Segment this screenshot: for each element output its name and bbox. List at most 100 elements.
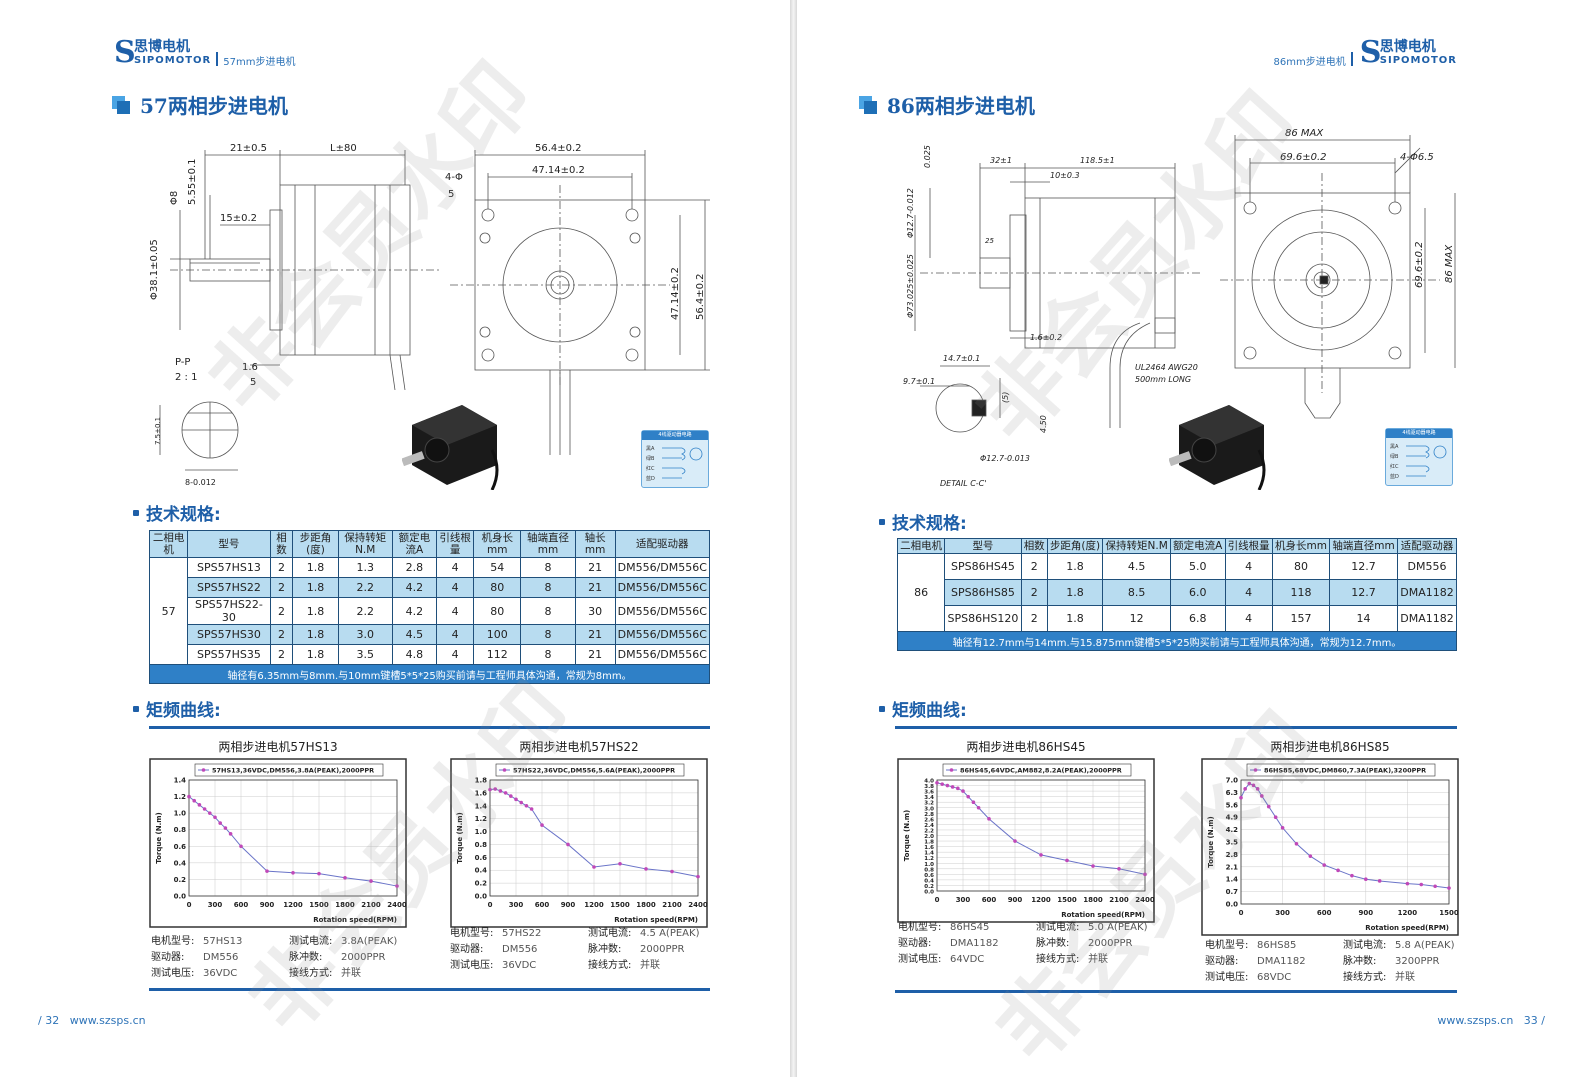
- dim-32: 32±1: [990, 156, 1012, 165]
- meta-value: 57HS13: [203, 936, 243, 947]
- meta-value: 64VDC: [950, 954, 985, 965]
- meta-key: 脉冲数:: [289, 952, 323, 963]
- meta-value: 3.8A(PEAK): [341, 936, 398, 947]
- y-tick-label: 1.0: [174, 810, 187, 818]
- motor-57-drawing: 21±0.5 L±80 56.4±0.2 47.14±0.2 15±0.2 4-…: [150, 143, 710, 487]
- data-point: [1239, 795, 1243, 800]
- table-cell: 2: [269, 557, 294, 578]
- data-point: [187, 794, 191, 799]
- chart-title: 两相步进电机57HS13: [218, 740, 338, 754]
- x-tick-label: 1200: [584, 901, 604, 909]
- x-axis-label: Rotation speed(RPM): [1061, 911, 1145, 919]
- dim-phi12.7: Φ12.7-0.012: [906, 188, 915, 238]
- dim-0.025: 0.025: [923, 145, 932, 168]
- left-spec-heading: 技术规格:: [133, 500, 221, 525]
- data-point: [1322, 863, 1326, 867]
- spec-title: 技术规格:: [146, 505, 221, 525]
- table-cell: 157: [1271, 605, 1331, 632]
- series-line: [936, 782, 1146, 875]
- y-axis-label: Torque (N.m): [155, 812, 163, 864]
- x-tick-label: 1200: [1398, 909, 1418, 917]
- y-tick-label: 0.4: [174, 859, 187, 867]
- table-header: 额定电流A: [1170, 538, 1226, 554]
- connector-title: 4线驱动器电路: [642, 431, 708, 440]
- data-point: [987, 817, 991, 821]
- table-cell: 2.2: [337, 597, 393, 625]
- data-point: [1350, 873, 1354, 878]
- table-header: 适配驱动器: [1397, 538, 1457, 554]
- y-axis-label: Torque (N.m): [456, 812, 464, 864]
- dim-56-v: 56.4±0.2: [695, 273, 706, 320]
- chart-title: 两相步进电机57HS22: [519, 740, 639, 754]
- table-cell: 80: [473, 577, 522, 598]
- y-tick-label: 2.8: [924, 812, 934, 818]
- dim-4.5: 4.50: [1039, 415, 1048, 433]
- connector-b: 绿B: [646, 455, 655, 462]
- table-header: 型号: [187, 530, 271, 558]
- chart-title: 两相步进电机86HS85: [1270, 740, 1390, 754]
- y-tick-label: 2.8: [1226, 851, 1239, 859]
- table-cell: 6.0: [1170, 579, 1226, 606]
- legend-marker: [949, 768, 954, 772]
- y-tick-label: 3.0: [924, 806, 934, 812]
- book-spine: [790, 0, 797, 1077]
- y-tick-label: 3.4: [924, 795, 934, 801]
- table-cell: 4.2: [391, 577, 438, 598]
- table-cell: SPS86HS45: [944, 553, 1022, 580]
- meta-key: 脉冲数:: [1036, 938, 1070, 949]
- table-cell: 2: [269, 597, 294, 625]
- data-point: [208, 811, 212, 815]
- data-point: [369, 879, 373, 883]
- table-cell: 2: [1020, 579, 1048, 606]
- y-tick-label: 0.4: [924, 878, 934, 884]
- left-curve-heading: 矩频曲线:: [133, 696, 221, 721]
- group-cell: 57: [148, 557, 189, 665]
- data-point: [1039, 853, 1043, 857]
- chart-title: 两相步进电机86HS45: [966, 740, 1086, 754]
- meta-value: 并联: [341, 968, 361, 979]
- table-cell: 8: [520, 644, 576, 665]
- table-header: 适配驱动器: [614, 530, 711, 558]
- website-link[interactable]: www.szsps.cn: [1437, 1014, 1514, 1027]
- series-line: [188, 796, 398, 887]
- x-tick-label: 0: [187, 901, 192, 909]
- dim-5: 5: [448, 189, 454, 200]
- table-cell: 80: [1271, 553, 1331, 580]
- meta-key: 电机型号:: [1205, 940, 1249, 951]
- sipomotor-logo-icon: S: [1359, 35, 1382, 70]
- meta-key: 电机型号:: [450, 928, 494, 939]
- table-cell: 8: [520, 624, 576, 645]
- dim-14.7: 14.7±0.1: [943, 354, 980, 363]
- data-point: [971, 800, 976, 804]
- legend-marker: [1253, 768, 1258, 772]
- meta-value: 并联: [1395, 972, 1415, 983]
- meta-key: 测试电流:: [588, 928, 632, 939]
- meta-value: 68VDC: [1257, 972, 1292, 983]
- data-point: [935, 780, 939, 785]
- meta-value: DMA1182: [1257, 956, 1306, 967]
- website-link[interactable]: www.szsps.cn: [69, 1014, 146, 1027]
- dim-500mm: 500mm LONG: [1135, 375, 1191, 384]
- series-line: [489, 788, 699, 878]
- data-point: [493, 787, 497, 791]
- dim-1.6: 1.6: [242, 362, 258, 373]
- divider: [895, 726, 1457, 729]
- meta-key: 接线方式:: [588, 960, 632, 971]
- chart-frame: [450, 758, 708, 928]
- x-tick-label: 0: [488, 901, 493, 909]
- y-tick-label: 1.4: [174, 777, 187, 785]
- legend-label: 86HS85,68VDC,DM860,7.3A(PEAK),3200PPR: [1264, 767, 1426, 775]
- y-tick-label: 2.4: [924, 823, 934, 829]
- logo-cn: 思博电机: [1379, 39, 1436, 55]
- x-axis-label: Rotation speed(RPM): [614, 916, 698, 924]
- data-point: [1091, 864, 1095, 868]
- table-cell: SPS57HS13: [187, 557, 271, 578]
- dim-L: L±80: [330, 143, 357, 154]
- table-cell: 14: [1329, 605, 1398, 632]
- data-point: [592, 865, 596, 869]
